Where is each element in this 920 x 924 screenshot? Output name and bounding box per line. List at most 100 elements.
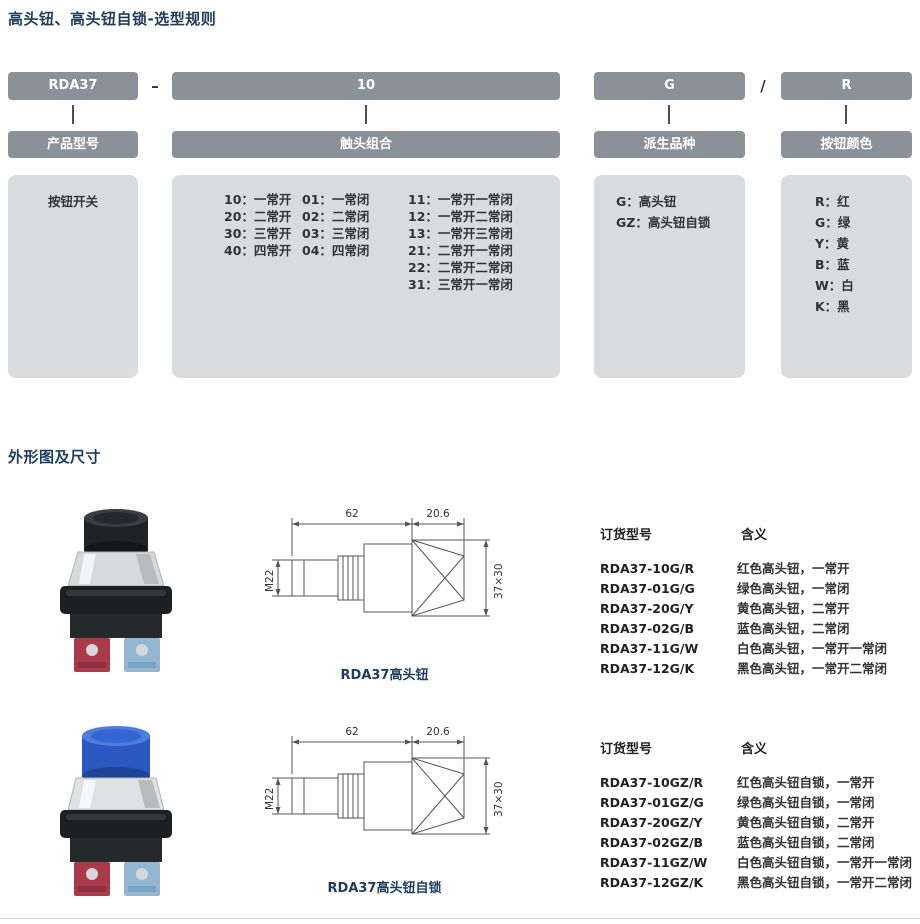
- col-header-model: 订货型号: [600, 742, 653, 757]
- code-separator-slash: /: [760, 77, 766, 95]
- product-type-text: 按钮开关: [47, 194, 98, 209]
- table-row: RDA37-01G/G 绿色高头钮，一常闭: [600, 578, 850, 597]
- section-title-outline: 外形图及尺寸: [8, 448, 102, 466]
- col-header-model: 订货型号: [600, 528, 653, 543]
- detail-box-product-type: 按钮开关: [8, 175, 138, 378]
- table-row: RDA37-10G/R 红色高头钮，一常开: [600, 558, 850, 577]
- dim-size: 37×30: [493, 563, 505, 599]
- table-header: 订货型号 含义: [600, 524, 767, 543]
- product-caption: RDA37高头钮: [340, 668, 429, 683]
- table-row: RDA37-01GZ/G 绿色高头钮自锁，一常闭: [600, 792, 875, 811]
- colors-list: R：红 G：绿 Y：黄 B：蓝 W：白 K：黑: [815, 191, 854, 317]
- contacts-col3: 11：一常开一常闭 12：一常开二常闭 13：一常开三常闭 21：二常开一常闭 …: [408, 191, 513, 293]
- color-option: R：红: [815, 194, 850, 209]
- model-meaning: 绿色高头钮自锁，一常闭: [737, 795, 875, 810]
- contacts-col2: 01：一常闭 02：二常闭 03：三常闭 04：四常闭: [302, 191, 369, 259]
- contact-option: 11：一常开一常闭: [408, 192, 513, 207]
- outline-geometry: [272, 736, 490, 835]
- dimension-arrows: [275, 739, 489, 834]
- contact-option: 31：三常开一常闭: [408, 277, 513, 292]
- contact-option: 12：一常开二常闭: [408, 209, 513, 224]
- dim-cap: 20.6: [426, 508, 450, 520]
- label-product-model: 产品型号: [8, 131, 138, 158]
- model-code: RDA37-02G/B: [600, 621, 695, 636]
- model-meaning: 黄色高头钮自锁，二常开: [737, 815, 875, 830]
- table-row: RDA37-12G/K 黑色高头钮，一常开二常闭: [600, 658, 887, 677]
- contact-option: 21：二常开一常闭: [408, 243, 513, 258]
- dim-cap: 20.6: [426, 726, 450, 738]
- table-row: RDA37-11G/W 白色高头钮，一常开一常闭: [600, 638, 887, 657]
- model-meaning: 黑色高头钮自锁，一常开二常闭: [737, 875, 913, 890]
- model-code: RDA37-10G/R: [600, 561, 695, 576]
- col-header-meaning: 含义: [740, 742, 767, 757]
- model-meaning: 绿色高头钮，一常闭: [737, 581, 850, 596]
- dim-length: 62: [345, 508, 358, 520]
- connector-line: [668, 105, 670, 124]
- dimension-drawing: 62 20.6 M22 37×30: [264, 726, 505, 835]
- page-bottom-divider: [0, 918, 920, 919]
- contact-option: 01：一常闭: [302, 192, 370, 207]
- model-meaning: 黑色高头钮，一常开二常闭: [737, 661, 888, 676]
- connector-line: [72, 105, 74, 124]
- contact-option: 20：二常开: [224, 209, 292, 224]
- code-segment-contacts: 10: [172, 72, 560, 100]
- table-row: RDA37-20GZ/Y 黄色高头钮自锁，二常开: [600, 812, 875, 831]
- connector-line: [365, 105, 367, 124]
- model-meaning: 白色高头钮自锁，一常开一常闭: [737, 855, 913, 870]
- label-contact-combination: 触头组合: [172, 131, 560, 158]
- model-meaning: 红色高头钮自锁，一常开: [737, 775, 875, 790]
- contact-option: 04：四常闭: [302, 243, 370, 258]
- contact-option: 03：三常闭: [302, 226, 370, 241]
- variant-option: G：高头钮: [616, 194, 677, 209]
- detail-box-colors: R：红 G：绿 Y：黄 B：蓝 W：白 K：黑: [781, 175, 912, 378]
- col-header-meaning: 含义: [740, 528, 767, 543]
- model-meaning: 蓝色高头钮，二常闭: [737, 621, 850, 636]
- dim-thread: M22: [264, 570, 276, 592]
- variant-option: GZ：高头钮自锁: [616, 215, 711, 230]
- contact-option: 22：二常开二常闭: [408, 260, 513, 275]
- dimension-drawing: 62 20.6 M22 37×30: [264, 508, 505, 617]
- code-separator-dash: –: [151, 77, 159, 95]
- product-photo-high-head-button: [60, 509, 172, 672]
- dimension-labels: 62 20.6 M22 37×30: [264, 508, 505, 599]
- table-header: 订货型号 含义: [600, 738, 767, 757]
- product-caption: RDA37高头钮自锁: [327, 881, 442, 896]
- dim-length: 62: [345, 726, 358, 738]
- model-code: RDA37-01GZ/G: [600, 795, 704, 810]
- contact-option: 13：一常开三常闭: [408, 226, 513, 241]
- code-segment-variant: G: [594, 72, 745, 100]
- model-code: RDA37-12G/K: [600, 661, 695, 676]
- connector-line: [845, 105, 847, 124]
- model-code: RDA37-10GZ/R: [600, 775, 704, 790]
- contact-option: 30：三常开: [224, 226, 292, 241]
- code-segment-color: R: [781, 72, 912, 100]
- model-meaning: 白色高头钮，一常开一常闭: [737, 641, 888, 656]
- dimension-labels: 62 20.6 M22 37×30: [264, 726, 505, 817]
- label-button-color: 按钮颜色: [781, 131, 912, 158]
- model-meaning: 蓝色高头钮自锁，二常闭: [737, 835, 875, 850]
- model-code: RDA37-11GZ/W: [600, 855, 708, 870]
- model-code: RDA37-20GZ/Y: [600, 815, 703, 830]
- contact-option: 40：四常开: [224, 243, 292, 258]
- detail-box-variants: G：高头钮 GZ：高头钮自锁: [594, 175, 745, 378]
- detail-box-contacts: 10：一常开 20：二常开 30：三常开 40：四常开 01：一常闭 02：二常…: [172, 175, 560, 378]
- model-code: RDA37-11G/W: [600, 641, 699, 656]
- table-row: RDA37-10GZ/R 红色高头钮自锁，一常开: [600, 772, 875, 791]
- product-photo-high-head-button-selflock: [60, 726, 172, 896]
- code-segment-model: RDA37: [8, 72, 138, 100]
- model-code: RDA37-12GZ/K: [600, 875, 704, 890]
- dim-thread: M22: [264, 788, 276, 810]
- model-code: RDA37-20G/Y: [600, 601, 694, 616]
- table-row: RDA37-02G/B 蓝色高头钮，二常闭: [600, 618, 850, 637]
- contact-option: 02：二常闭: [302, 209, 370, 224]
- color-option: K：黑: [815, 299, 850, 314]
- page-title: 高头钮、高头钮自锁-选型规则: [8, 10, 217, 28]
- label-derived-variety: 派生品种: [594, 131, 745, 158]
- table-row: RDA37-12GZ/K 黑色高头钮自锁，一常开二常闭: [600, 872, 912, 891]
- model-meaning: 红色高头钮，一常开: [737, 561, 850, 576]
- model-code: RDA37-01G/G: [600, 581, 695, 596]
- color-option: B：蓝: [815, 257, 850, 272]
